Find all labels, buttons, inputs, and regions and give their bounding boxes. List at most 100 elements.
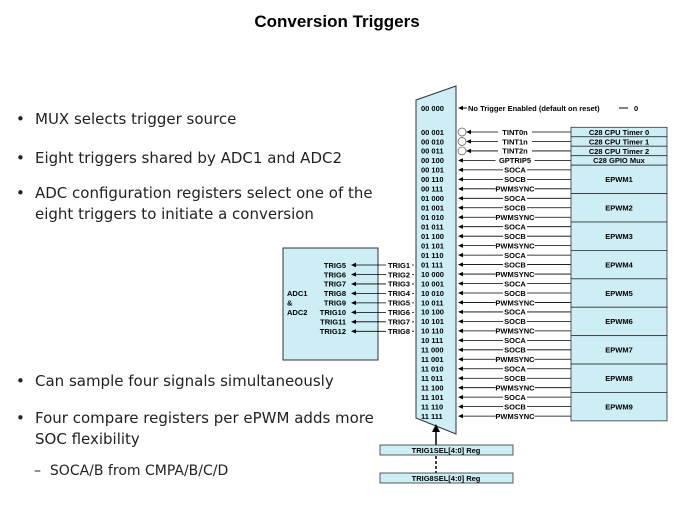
mux-code: 00 000 [421,104,444,113]
signal-label-bg [503,203,527,212]
slide-title: Conversion Triggers [254,12,420,31]
signal-label: TINT2n [502,147,528,156]
adc-trigger-label: TRIG8 [324,289,346,298]
source-block [570,306,668,337]
mux-code: 11 000 [421,346,444,355]
bullet-text: ADC configuration registers select one o… [35,184,373,223]
signal-label-bg [495,326,535,335]
signal-label-bg [503,374,527,383]
arrow-icon [458,215,463,220]
mux-output-label-bg [386,317,412,326]
mux-code: 11 100 [421,383,444,392]
arrow-icon [466,129,471,135]
arrow-icon [351,300,356,306]
mux-code: 10 110 [421,327,444,336]
mux-code: 00 110 [421,175,444,184]
adc-trigger-label: TRIG9 [324,299,346,308]
signal-label-bg [503,336,527,345]
signal-label-bg [495,412,535,421]
signal-label: PWMSYNC [495,185,535,194]
arrow-icon [466,139,471,144]
mux-output-label: TRIG8 [388,327,410,336]
arrow-icon [351,272,356,277]
mux-output-label-bg [386,261,412,269]
source-block [570,278,668,308]
mux-output-label: TRIG6 [388,308,410,317]
signal-label: SOCB [504,289,526,298]
arrow-icon [458,385,463,390]
mux-code: 10 101 [421,317,444,326]
mux-code: 10 010 [421,289,444,298]
signal-label-bg [495,355,535,364]
mux-code: 11 110 [421,402,443,411]
arrow-icon [458,233,463,239]
signal-label-bg [503,288,527,297]
signal-label-bg [503,194,527,203]
signal-label: SOCA [504,166,526,175]
source-label: EPWM7 [605,346,633,355]
source-label: EPWM5 [605,289,633,298]
bullet-dot: • [16,110,25,128]
signal-label: TINT1n [502,137,528,146]
bullet-text: MUX selects trigger source [35,110,237,128]
bullet-dot: • [16,409,25,427]
signal-label-bg [503,232,527,241]
inverter-bubble-icon [457,146,467,156]
mux-code: 11 111 [421,412,443,421]
signal-label: SOCA [504,393,526,402]
bullet-mux: • MUX selects trigger source [16,109,236,130]
register-label: TRIG8SEL[4:0] Reg [412,474,481,483]
signal-label: SOCA [504,251,526,260]
adc-trigger-label: TRIG5 [324,261,346,270]
arrow-icon [351,329,356,334]
bullet-text: Four compare registers per ePWM adds mor… [35,409,374,448]
arrow-icon [458,404,463,409]
signal-label-bg [503,279,527,288]
arrow-icon [458,347,463,353]
arrow-icon [458,262,463,267]
signal-label-bg [495,213,535,222]
mux-code: 10 011 [421,298,444,307]
adc-trigger-label: TRIG7 [324,280,346,289]
source-label: EPWM2 [605,204,633,213]
sub-bullet-dash: – [34,463,41,479]
signal-label: SOCB [504,346,526,355]
source-label: EPWM3 [605,232,633,241]
mux-body [415,85,457,435]
arrow-icon [458,357,463,362]
signal-label: PWMSYNC [495,327,535,336]
arrow-icon [458,319,463,324]
arrow-icon [458,224,463,229]
mux-code: 10 111 [421,336,443,345]
mux-output-label: TRIG7 [388,318,410,327]
mux-code: 11 101 [421,393,444,402]
bullet-sample-four: •Can sample four signals simultaneously [16,371,334,392]
mux-output-label: TRIG5 [388,299,410,308]
signal-label: PWMSYNC [495,298,535,307]
arrow-icon [458,271,463,277]
arrow-icon [458,309,463,315]
arrow-icon [458,158,463,163]
signal-label: SOCA [504,194,526,203]
adc-label: ADC2 [287,308,307,317]
arrow-icon [458,300,463,305]
signal-label: SOCB [504,260,526,269]
mux-output-label-bg [386,298,412,307]
signal-label-bg [495,270,535,279]
mux-code: 01 111 [421,260,443,269]
bullet-text: Eight triggers shared by ADC1 and ADC2 [35,149,343,167]
arrow-icon [466,148,471,154]
signal-label: SOCA [504,279,526,288]
arrow-icon [458,243,463,248]
mux-code: 01 100 [421,232,444,241]
signal-label: PWMSYNC [495,241,535,250]
inverter-bubble-icon [457,137,467,146]
bullet-adc-config: •ADC configuration registers select one … [16,183,396,225]
arrow-icon [351,281,356,287]
mux-code: 00 001 [421,128,444,137]
source-block [570,193,668,223]
arrow-icon [458,338,463,343]
arrow-icon [458,252,463,258]
